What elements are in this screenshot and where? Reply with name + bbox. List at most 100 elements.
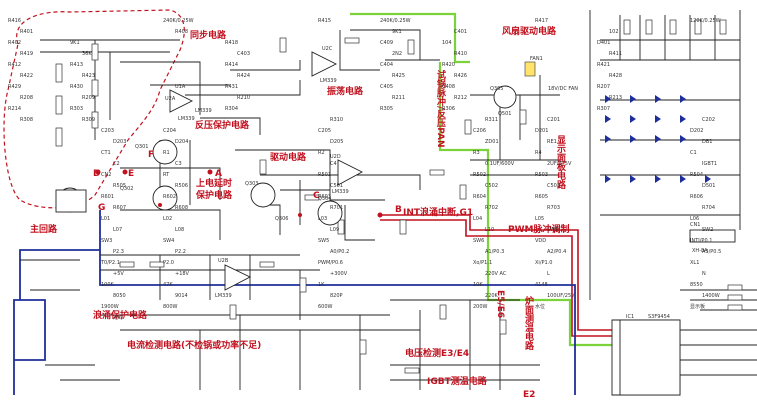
component-label: R429 xyxy=(8,84,21,90)
component-label: C405 xyxy=(380,84,393,90)
component-label: R411 xyxy=(609,51,622,57)
component-label: R417 xyxy=(535,18,548,24)
component-label: R402 xyxy=(8,40,21,46)
component-label: C409 xyxy=(380,40,393,46)
transistor-label: Q303 xyxy=(245,181,258,187)
igbt-body xyxy=(55,189,87,213)
section-label-stove_temp: 炉面测温电路 xyxy=(523,295,534,351)
component-label: R418 xyxy=(225,40,238,46)
component-label: L xyxy=(547,271,550,277)
component-label: Xo/P1.1 xyxy=(473,260,492,266)
component-label: 220K xyxy=(485,293,499,299)
component-label: R311 xyxy=(485,117,498,123)
component-label: R304 xyxy=(225,106,238,112)
component-label: R207 xyxy=(597,84,610,90)
component-label: 600W xyxy=(318,304,333,310)
component-label: R210 xyxy=(237,95,250,101)
component-label: C203 xyxy=(101,128,114,134)
resistor-boxes xyxy=(55,19,743,374)
component-label: 800W xyxy=(163,304,178,310)
component-label: 36K xyxy=(82,51,92,57)
ic-label: IC1 xyxy=(626,314,634,320)
component-label: P2.0 xyxy=(163,260,174,266)
transistor-label: Q301 xyxy=(135,144,148,150)
node-letter: A xyxy=(215,169,222,179)
wire-grid xyxy=(20,10,757,396)
transistor-label: Q305 xyxy=(490,86,503,92)
section-label-drive: 驱动电路 xyxy=(270,151,307,163)
component-label: 2UF/275V xyxy=(547,161,572,167)
component-label: 2N2 xyxy=(392,51,402,57)
component-label: R306 xyxy=(442,106,455,112)
component-label: 8050 xyxy=(113,293,126,299)
component-label: 47K xyxy=(163,282,173,288)
opamp-symbols xyxy=(169,51,363,291)
ic-label: FAN1 xyxy=(530,56,543,62)
ic-label: LM339 xyxy=(178,116,195,122)
component-label: R307 xyxy=(597,106,610,112)
component-label: R608 xyxy=(175,205,188,211)
component-label: C4 xyxy=(330,161,337,167)
component-label: T0/P2.1 xyxy=(100,260,120,266)
section-label-surge_protect: 浪涌保护电路 xyxy=(93,309,148,321)
component-label: 200W xyxy=(473,304,488,310)
component-label: 220V AC xyxy=(485,271,507,277)
component-label: SW2 xyxy=(702,227,713,233)
cn1-box xyxy=(689,229,736,243)
component-label: R310 xyxy=(330,117,343,123)
red-signal-line-int xyxy=(380,214,612,331)
ic-label: U2C xyxy=(322,46,333,52)
section-label-fan_drive: 风扇驱动电路 xyxy=(502,25,557,37)
component-label: R425 xyxy=(392,73,405,79)
red-signal-line-pwm xyxy=(380,219,612,337)
component-label: C1 xyxy=(690,150,697,156)
section-label-igbt_temp: IGBT测温电路 xyxy=(427,375,488,387)
component-label: VDD xyxy=(535,238,546,244)
section-label-display: 显示面板电路 xyxy=(555,135,566,190)
node-letter: F xyxy=(148,150,154,160)
component-label: C503 xyxy=(547,183,560,189)
component-label: 1K xyxy=(318,282,325,288)
component-label: ZD01 xyxy=(485,139,499,145)
component-label: SW3 xyxy=(101,238,112,244)
component-label: C401 xyxy=(454,29,467,35)
component-label: C502 xyxy=(485,183,498,189)
component-label: R305 xyxy=(380,106,393,112)
component-label: R408 xyxy=(175,29,188,35)
component-label: R426 xyxy=(454,73,467,79)
transistor-label: Q304 xyxy=(318,196,331,202)
component-label: RT xyxy=(163,172,170,178)
transistor-label: Q306 xyxy=(275,216,288,222)
section-label-test_label: 试锅脉冲/反压PAN xyxy=(435,69,447,148)
component-label: L05 xyxy=(535,216,544,222)
component-label: A3/P0.5 xyxy=(702,249,721,255)
component-label: L03 xyxy=(318,216,327,222)
component-label: L02 xyxy=(163,216,172,222)
component-label: R602 xyxy=(163,194,176,200)
component-label: P2.2 xyxy=(175,249,186,255)
component-label: 1900W xyxy=(101,304,119,310)
component-label: 240K/0.25W xyxy=(163,18,194,24)
ic-label: U2D xyxy=(330,154,341,160)
component-label: L06 xyxy=(690,216,699,222)
component-label: R3 xyxy=(473,150,480,156)
component-label: R413 xyxy=(70,62,83,68)
component-label: R214 xyxy=(8,106,21,112)
section-label-igbt_temp_code: E2 xyxy=(523,390,535,400)
main-loop-outline xyxy=(3,9,185,209)
component-label: R604 xyxy=(473,194,486,200)
transistor-label: Q302 xyxy=(120,186,133,192)
section-label-sync: 同步电路 xyxy=(190,29,227,41)
section-label-oscillation: 振荡电路 xyxy=(327,85,364,97)
component-label: A1/P0.3 xyxy=(485,249,504,255)
component-label: CN2 xyxy=(101,172,111,178)
component-label: INTI/P0.1 xyxy=(690,238,712,244)
component-label: 102 xyxy=(609,29,619,35)
component-label: R212 xyxy=(454,95,467,101)
component-label: D203 xyxy=(113,139,126,145)
component-label: R211 xyxy=(392,95,405,101)
ic-label: U2A xyxy=(165,96,176,102)
component-label: R421 xyxy=(597,62,610,68)
